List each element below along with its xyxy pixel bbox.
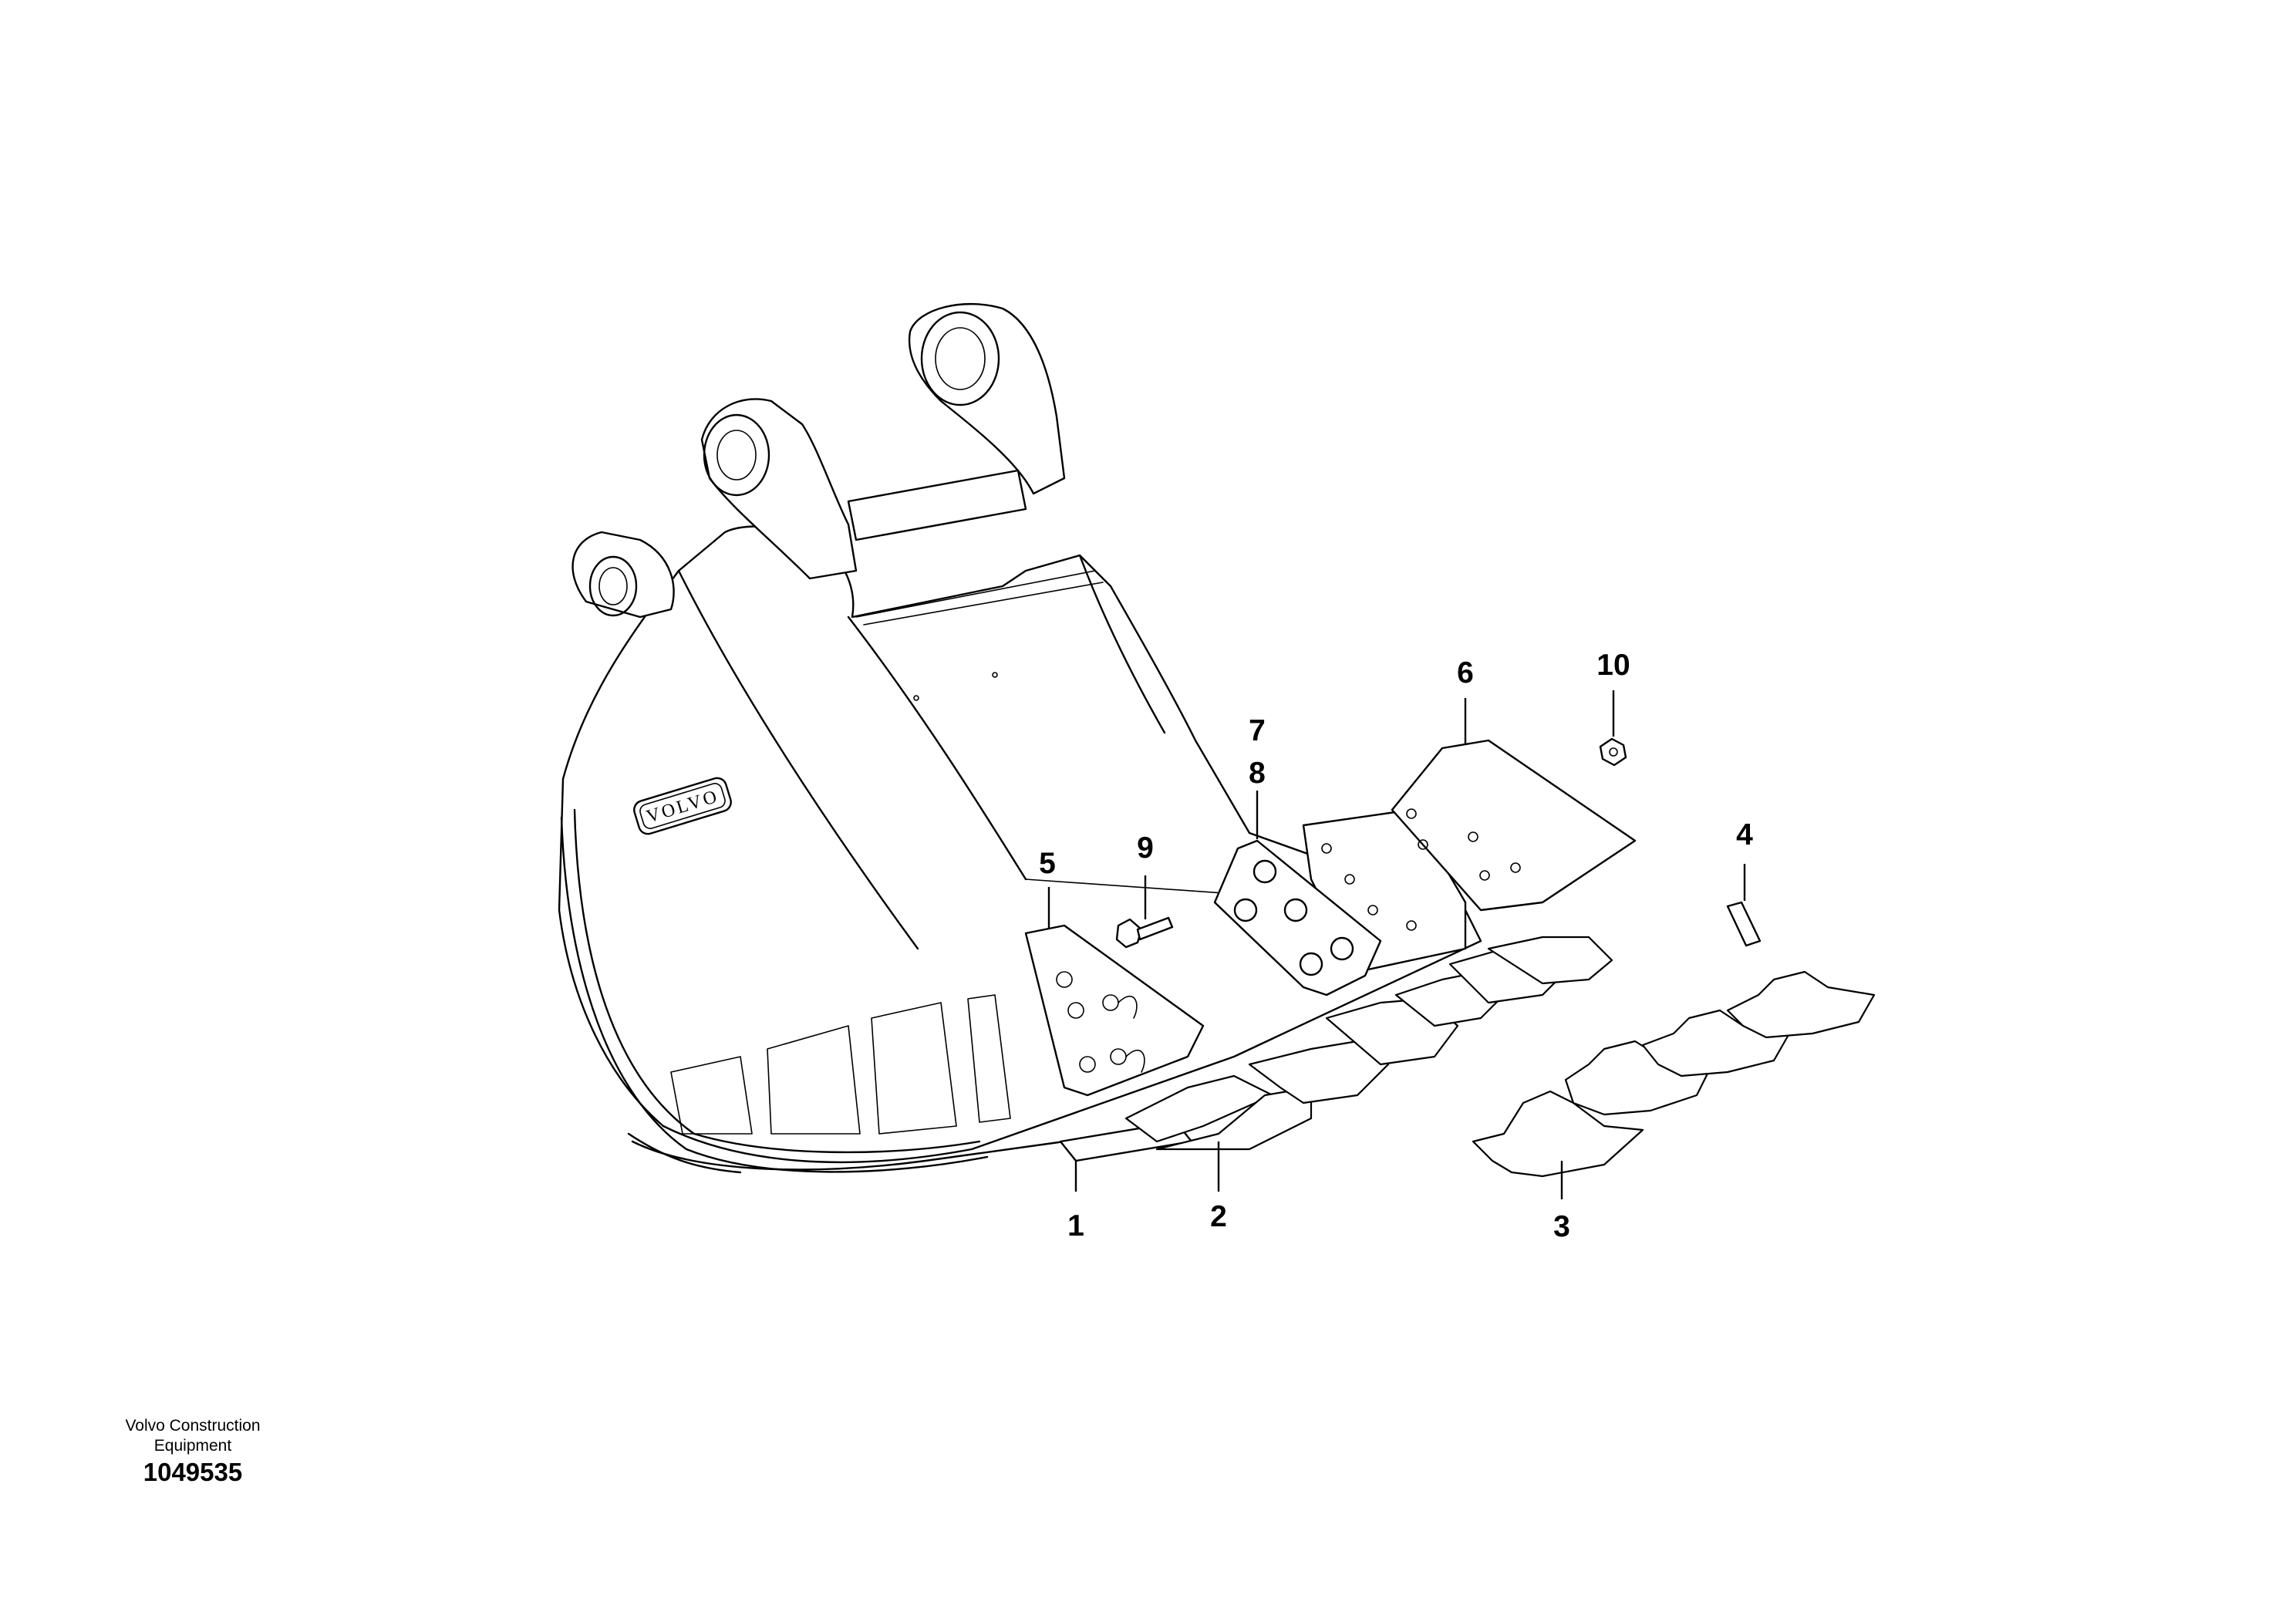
part-9-bolt [1115,875,1174,949]
callout-7: 7 [1249,714,1266,747]
callout-1: 1 [1067,1209,1084,1243]
part-6-lip-plate [1391,698,1637,912]
part-3-bucket-teeth [1472,970,1876,1199]
callout-10: 10 [1596,649,1630,682]
mounting-ears [571,303,1066,619]
callout-6: 6 [1457,656,1474,690]
callout-3: 3 [1553,1210,1570,1243]
part-10-nut [1599,690,1627,767]
footer-company-line2: Equipment [153,1437,232,1455]
callout-8: 8 [1249,757,1266,790]
drawing-number: 1049535 [143,1458,243,1486]
callout-4: 4 [1736,818,1753,851]
footer-company-line1: Volvo Construction [125,1417,261,1435]
bucket-body [558,525,1482,1174]
callout-9: 9 [1137,831,1154,865]
part-8-adapter-plate [1213,791,1382,996]
callout-5: 5 [1039,847,1056,880]
part-5-wear-plate [1024,887,1205,1097]
footer-company-name: Volvo Construction Equipment [77,1416,308,1456]
part-4-retainer [1726,864,1762,947]
callout-2: 2 [1210,1200,1227,1233]
